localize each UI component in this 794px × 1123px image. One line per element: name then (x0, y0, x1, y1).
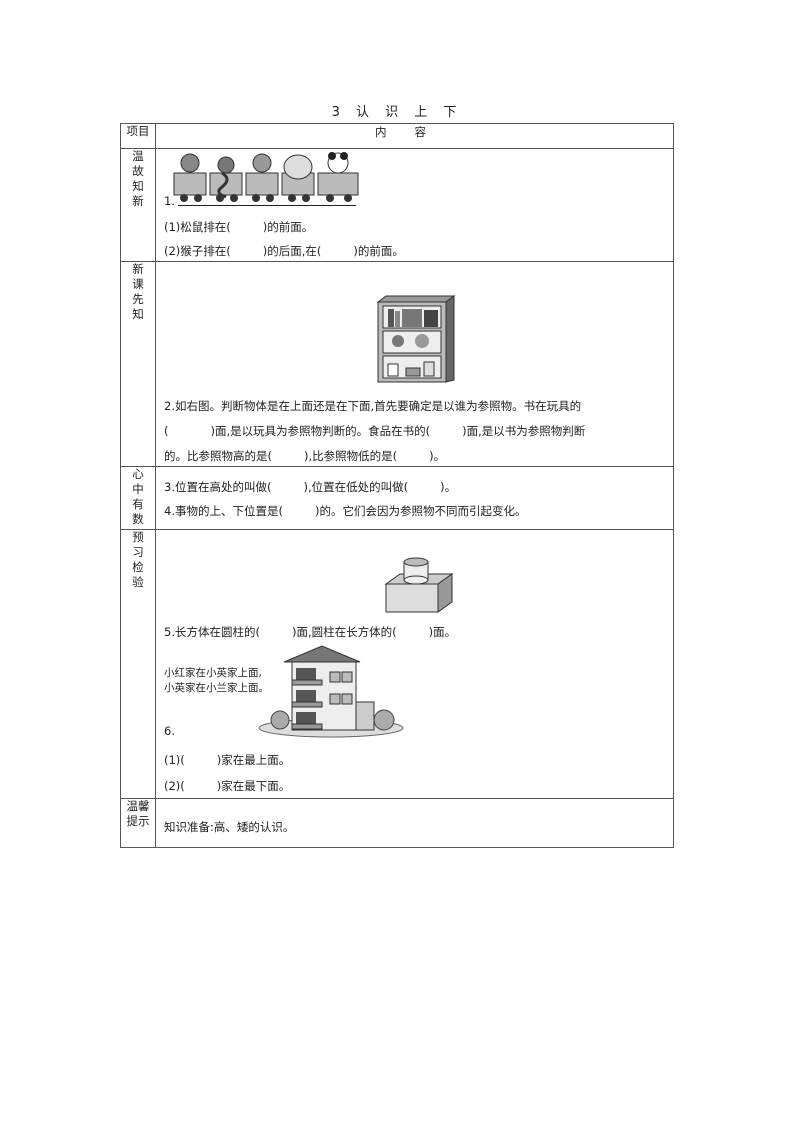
check-label: 预习检验 (132, 530, 144, 589)
review-label: 温故知新 (132, 149, 144, 208)
q2-line3-mid: ),比参照物低的是( (304, 449, 398, 463)
q4-end: )的。它们会因为参照物不同而引起变化。 (314, 504, 527, 518)
q3-mid: ),位置在低处的叫做( (303, 480, 409, 494)
q2-line3-end: )。 (429, 449, 446, 463)
q2-line3-start: 的。比参照物高的是( (164, 449, 272, 463)
q4-start: 4.事物的上、下位置是( (164, 504, 283, 518)
bubble-line1: 小红家在小英家上面, (164, 667, 262, 679)
header-row: 项目 内容 (120, 123, 674, 149)
q1-part2-text: (2)猴子排在( (164, 244, 231, 258)
q5-end: )面。 (428, 625, 457, 639)
tip-label: 温馨提示 (126, 799, 150, 828)
apartment-building-image (258, 645, 404, 738)
q3-start: 3.位置在高处的叫做( (164, 480, 272, 494)
cuboid-cylinder-image (384, 557, 454, 613)
new-lesson-label: 新课先知 (132, 262, 144, 321)
check-row: 预习检验 5.长方体在圆柱的( )面,圆柱在长方体的( )面。 小红家在小英家上面,… (120, 529, 674, 799)
mind-label: 心中有数 (132, 467, 144, 526)
q5-mid: )面,圆柱在长方体的( (291, 625, 397, 639)
tip-text: 知识准备:高、矮的认识。 (164, 820, 295, 834)
q2-line1: 2.如右图。判断物体是在上面还是在下面,首先要确定是以谁为参照物。书在玩具的 (164, 399, 582, 413)
review-row: 温故知新 (120, 148, 674, 262)
q1-part2-end: )的前面。 (353, 244, 404, 258)
q1-number: 1. (164, 194, 175, 208)
q1-underline (178, 205, 356, 206)
bubble-line2: 小英家在小兰家上面。 (164, 682, 269, 694)
q1-part1-end: )的前面。 (262, 220, 314, 234)
q3-end: )。 (440, 480, 457, 494)
q6-number: 6. (164, 724, 175, 738)
q6-part1-end: )家在最上面。 (216, 753, 291, 767)
q6-part2-end: )家在最下面。 (216, 779, 291, 793)
new-lesson-row: 新课先知 2.如右图。判断物体是在上面还是在下面,首先要确定 (120, 261, 674, 467)
q6-part2: (2)( (164, 779, 185, 793)
q5-start: 5.长方体在圆柱的( (164, 625, 260, 639)
q6-part1: (1)( (164, 753, 185, 767)
bookshelf-image (376, 295, 456, 383)
q2-line2-end: )面,是以书为参照物判断 (462, 424, 586, 438)
page-title: 3 认 识 上 下 (331, 105, 463, 120)
q1-part1-text: (1)松鼠排在( (164, 220, 231, 234)
tip-row: 温馨提示 知识准备:高、矮的认识。 (120, 798, 674, 848)
animal-train-image (173, 152, 359, 202)
worksheet-table: 项目 内容 温故知新 (120, 123, 674, 848)
speech-bubble: 小红家在小英家上面, 小英家在小兰家上面。 (164, 666, 269, 696)
mind-row: 心中有数 3.位置在高处的叫做( ),位置在低处的叫做( )。 4.事物的上、下位置… (120, 466, 674, 530)
q2-line2-mid: )面,是以玩具为参照物判断的。食品在书的( (210, 424, 431, 438)
header-item: 项目 (120, 123, 156, 149)
q1-part2-mid: )的后面,在( (262, 244, 322, 258)
header-content: 内容 (155, 123, 674, 149)
q2-line2-start: ( (164, 424, 169, 438)
